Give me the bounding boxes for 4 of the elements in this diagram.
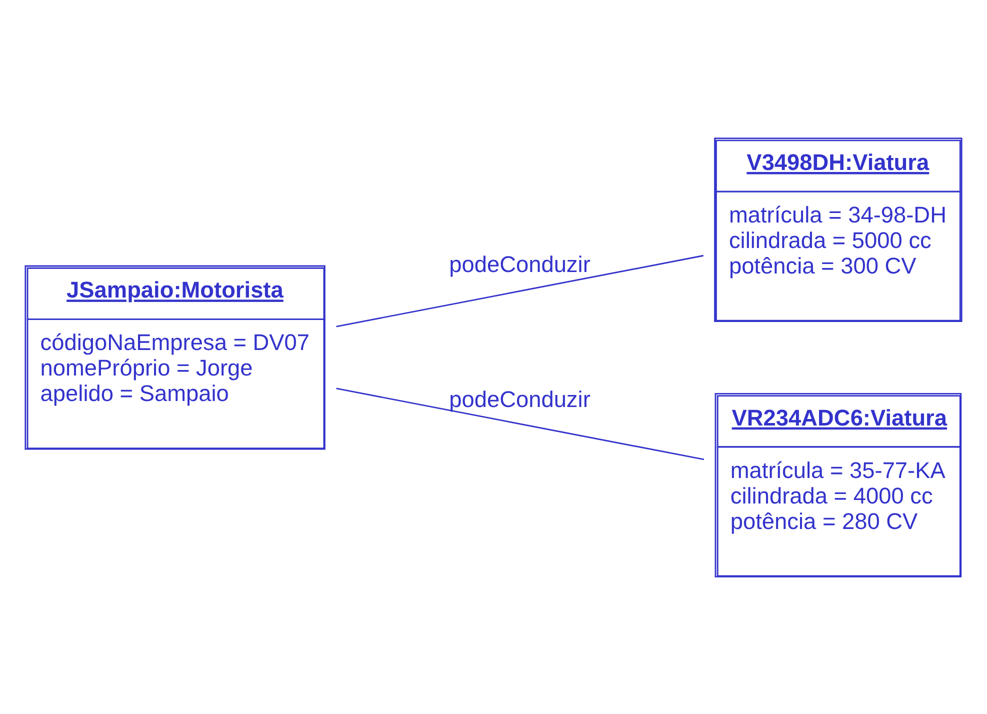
connector [336,254,704,327]
edge-label: podeConduzir [449,385,590,412]
edge-label: podeConduzir [449,250,590,277]
connector [336,387,704,460]
